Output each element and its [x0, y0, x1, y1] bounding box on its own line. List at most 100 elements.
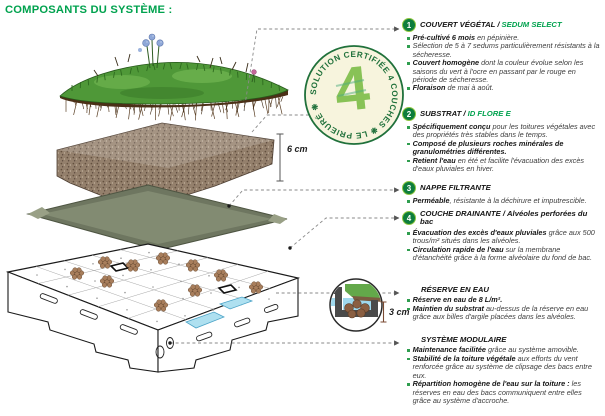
bullet-marker — [407, 307, 410, 311]
leader-line-couche — [289, 215, 400, 249]
bullet-text: Pré-cultivé 6 mois en pépinière. — [412, 33, 520, 42]
bullet-item: Pré-cultivé 6 mois en pépinière. — [407, 33, 600, 42]
section-bullets: Pré-cultivé 6 mois en pépinière.Sélectio… — [402, 33, 600, 93]
bullet-item: Floraison de mai à août. — [407, 84, 600, 92]
allium-flowers — [138, 33, 164, 69]
reserve-height-label: 3 cm — [389, 307, 410, 317]
bullet-item: Maintien du substrat au-dessus de la rés… — [407, 304, 600, 322]
water-reserve-inset — [329, 278, 383, 332]
bullet-marker — [407, 62, 410, 65]
bullet-marker — [407, 159, 410, 163]
bullet-text: Évacuation des excès d'eaux pluviales gr… — [412, 227, 595, 246]
tray-square-hole — [109, 262, 130, 272]
tray-vent-slots — [39, 293, 279, 359]
legend-section: 3 NAPPE FILTRANTE Perméable, résistante à … — [402, 181, 600, 205]
water-cell — [185, 311, 225, 329]
inset-clay-balls — [344, 299, 370, 319]
certification-badge: SOLUTION CERTIFIÉE 4 COUCHES ❋ LE PRIEUR… — [304, 45, 404, 145]
bullet-item: Maintenance facilitée grâce au système a… — [407, 346, 600, 354]
bullet-item: Retient l'eau en été et facilite l'évacu… — [407, 155, 600, 174]
section-title: COUVERT VÉGÉTAL /SEDUM SELECT — [420, 19, 562, 29]
bullet-marker — [407, 357, 410, 361]
vegetation-layer-illustration — [59, 33, 289, 121]
dry-twigs — [93, 53, 249, 77]
section-bullets: Maintenance facilitée grâce au système a… — [402, 346, 600, 405]
bullet-item: Composé de plusieurs roches minérales de… — [407, 138, 600, 157]
section-bullets: Réserve en eau de 8 L/m².Maintien du sub… — [402, 296, 600, 321]
filter-sheet-illustration — [26, 184, 288, 251]
bullet-item: Sélection de 5 à 7 sedums particulièreme… — [407, 42, 600, 59]
section-title: RÉSERVE EN EAU — [421, 285, 489, 294]
bullet-text: Répartition homogène de l'eau sur la toi… — [412, 379, 582, 405]
moss-shadow — [120, 87, 204, 99]
bullet-marker — [407, 37, 410, 40]
moss-highlight — [94, 75, 150, 89]
section-title: COUCHE DRAINANTE /Alvéoles perforées du … — [420, 209, 588, 227]
grass-strokes — [71, 62, 280, 91]
inset-vegetation — [345, 284, 381, 299]
bullet-marker — [407, 126, 410, 129]
section-heading: RÉSERVE EN EAU — [402, 285, 600, 294]
bullet-item: Spécifiquement conçu pour les toitures v… — [407, 122, 600, 140]
badge-numeral-texture — [335, 79, 367, 97]
measure-bracket — [276, 133, 284, 182]
section-number-badge: 2 — [402, 107, 416, 121]
section-bullets: Évacuation des excès d'eaux pluviales gr… — [402, 227, 600, 263]
measurement-6cm: 6 cm — [276, 133, 308, 182]
bullet-item: Évacuation des excès d'eaux pluviales gr… — [407, 227, 600, 246]
bullet-item: Couvert homogène dont la couleur évolue … — [407, 58, 600, 85]
section-bullets: Spécifiquement conçu pour les toitures v… — [402, 122, 600, 174]
bullet-marker — [407, 45, 410, 48]
bullet-marker — [407, 248, 410, 252]
measurement-3cm: 3 cm — [380, 301, 410, 323]
bullet-text: Retient l'eau en été et facilite l'évacu… — [412, 155, 585, 174]
section-heading: 3 NAPPE FILTRANTE — [402, 181, 600, 195]
bullet-text: Sélection de 5 à 7 sedums particulièreme… — [412, 41, 600, 59]
section-heading: 2 SUBSTRAT /ID FLORE E — [402, 107, 600, 121]
bullet-text: Spécifiquement conçu pour les toitures v… — [412, 122, 596, 140]
leader-line-nappe — [228, 187, 400, 207]
legend-section: 2 SUBSTRAT /ID FLORE E Spécifiquement conç… — [402, 107, 600, 173]
bullet-text: Stabilité de la toiture végétale aux eff… — [412, 353, 592, 380]
badge-numeral: 4 — [331, 53, 373, 125]
section-title: NAPPE FILTRANTE — [420, 182, 491, 192]
section-number-badge: 1 — [402, 18, 416, 32]
clay-ball-clusters — [69, 252, 264, 312]
substrate-height-label: 6 cm — [287, 144, 308, 154]
moss-highlight — [172, 69, 232, 83]
inset-water — [331, 298, 335, 306]
leader-dots — [168, 204, 292, 345]
section-number-badge: 3 — [402, 181, 416, 195]
legend-section: 1 COUVERT VÉGÉTAL /SEDUM SELECT Pré-cultiv… — [402, 18, 600, 93]
section-heading: SYSTÈME MODULAIRE — [402, 335, 600, 344]
bullet-marker — [407, 349, 410, 353]
pink-flower — [251, 69, 257, 83]
bullet-text: Perméable, résistante à la déchirure et … — [412, 196, 587, 205]
tray-square-hole — [217, 284, 238, 294]
page-title: COMPOSANTS DU SYSTÈME : — [5, 4, 173, 16]
bullet-marker — [407, 200, 410, 203]
bullet-item: Répartition homogène de l'eau sur la toi… — [407, 379, 600, 405]
legend-section: 4 COUCHE DRAINANTE /Alvéoles perforées du… — [402, 209, 600, 263]
bullet-marker — [407, 299, 410, 303]
leader-line-substrat — [251, 112, 400, 133]
bullet-marker — [407, 383, 410, 386]
soil-edge — [60, 90, 288, 108]
bullet-marker — [407, 87, 410, 91]
section-title: SUBSTRAT /ID FLORE E — [420, 108, 511, 118]
section-bullets: Perméable, résistante à la déchirure et … — [402, 196, 600, 205]
sedum-mat — [59, 62, 289, 105]
bullet-marker — [407, 142, 410, 146]
bullet-text: Composé de plusieurs roches minérales de… — [412, 138, 564, 157]
section-heading: 1 COUVERT VÉGÉTAL /SEDUM SELECT — [402, 18, 600, 32]
bullet-item: Stabilité de la toiture végétale aux eff… — [407, 353, 600, 380]
bullet-text: Couvert homogène dont la couleur évolue … — [412, 58, 584, 85]
drainage-tray-illustration — [5, 243, 301, 373]
bullet-marker — [407, 231, 410, 235]
bullet-text: Floraison de mai à août. — [412, 83, 494, 93]
section-number-badge: 4 — [402, 211, 416, 226]
measure-bracket — [380, 301, 387, 323]
bullet-item: Circulation rapide de l'eau sur la membr… — [407, 245, 600, 263]
